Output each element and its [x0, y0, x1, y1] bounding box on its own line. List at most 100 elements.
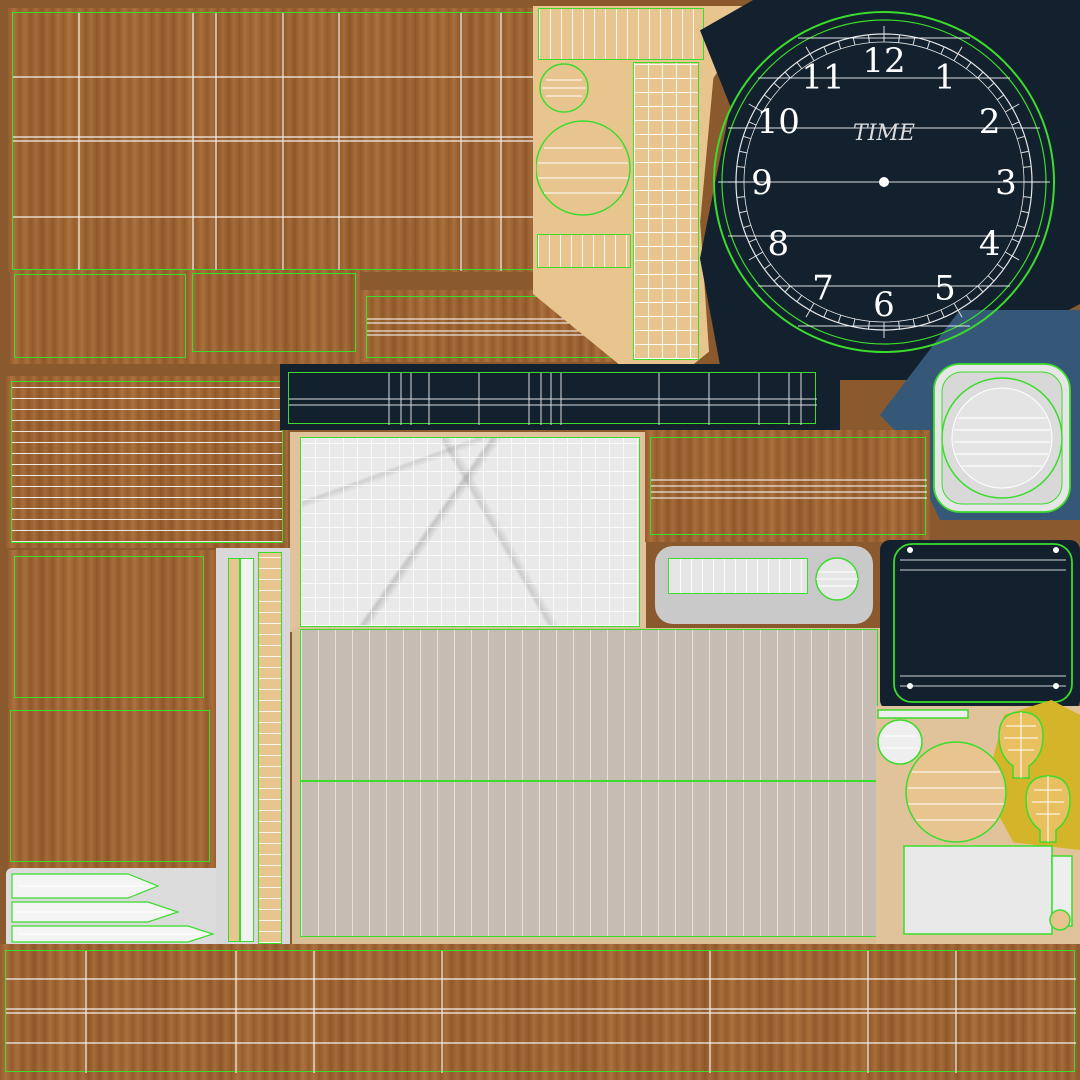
uv-island-marble	[300, 437, 640, 627]
uv-island-navy-bar	[288, 372, 817, 425]
wood-strip-bg	[360, 290, 620, 362]
clock-numeral: 2	[979, 102, 1001, 142]
clock-tick	[736, 196, 745, 198]
clock-numeral: 7	[812, 269, 834, 309]
clock-tick	[1020, 150, 1029, 154]
clock-numeral: 9	[751, 163, 773, 203]
clock-tick	[852, 37, 856, 46]
uv-island-wood-small-a	[14, 274, 186, 358]
clock-tick	[940, 309, 945, 318]
clock-tick	[1004, 103, 1020, 113]
clock-tick	[868, 34, 870, 43]
uv-island-bottom-right-parts	[877, 709, 1073, 935]
clock-numeral: 11	[801, 57, 844, 97]
uv-island-stone-upper	[300, 629, 878, 781]
clock-numeral: 6	[873, 285, 895, 325]
clock-numeral: 3	[995, 163, 1017, 203]
wood-left-column-bg	[8, 550, 218, 890]
clock-tick	[739, 210, 748, 214]
clock-tick	[940, 46, 945, 55]
clock-tick	[823, 309, 828, 318]
clock-tick	[987, 275, 995, 282]
uv-island-tan-top-bar	[538, 8, 704, 60]
clock-tick	[743, 224, 752, 229]
uv-island-tan-discs	[536, 63, 631, 216]
clock-tick	[748, 238, 757, 243]
uv-island-pointer-parts	[11, 873, 215, 943]
uv-island-wood-stripes	[11, 381, 283, 543]
uv-island-tan-small-bar	[537, 234, 631, 268]
uv-island-knob	[933, 363, 1071, 513]
clock-tick	[805, 302, 815, 318]
wood-bottom-bg	[0, 944, 1080, 1080]
uv-wire-wood-bottom	[6, 951, 1076, 1073]
clock-tick	[736, 166, 745, 168]
clock-tick	[1023, 196, 1032, 198]
uv-island-stone-lower	[300, 781, 904, 937]
clock-tick	[912, 318, 916, 327]
uv-island-vertical-strip-c	[258, 552, 282, 944]
uv-island-gray-stripes	[668, 558, 808, 594]
clock-tick	[748, 121, 757, 126]
clock-tick	[997, 94, 1004, 101]
wood-panel-top-left-bg	[8, 8, 538, 272]
clock-numeral: 8	[767, 224, 789, 264]
clock-tick	[997, 263, 1004, 270]
uv-wire-marble	[301, 438, 639, 626]
clock-tick	[1011, 238, 1020, 243]
clock-tick	[823, 46, 828, 55]
uv-island-vertical-strip-b	[240, 558, 254, 942]
clock-tick	[784, 71, 791, 79]
clock-tick	[953, 302, 963, 318]
clock-tick	[852, 318, 856, 327]
clock-tick	[773, 82, 781, 89]
clock-tick	[1020, 210, 1029, 214]
clock-tick	[748, 103, 764, 113]
clock-numeral: 12	[862, 41, 905, 81]
clock-tick	[748, 251, 764, 261]
clock-tick	[1016, 135, 1025, 140]
clock-tick	[1004, 251, 1020, 261]
uv-island-wood-bottom	[5, 950, 1076, 1073]
clock-tick	[784, 285, 791, 293]
uv-island-wood-mid-right	[650, 437, 927, 535]
clock-tick	[764, 94, 771, 101]
clock-tick	[898, 321, 900, 330]
clock-tick	[953, 46, 963, 62]
clock-tick	[796, 62, 803, 69]
uv-island-navy-square	[893, 543, 1073, 703]
clock-tick	[987, 82, 995, 89]
uv-island-vertical-strip-a	[228, 558, 240, 942]
clock-tick	[926, 314, 931, 323]
clock-label: TIME	[853, 121, 915, 146]
clock-tick	[773, 275, 781, 282]
clock-tick	[764, 263, 771, 270]
uv-island-tan-tall-grid	[633, 62, 699, 360]
clock-tick	[743, 135, 752, 140]
uv-wire-wood-mid-right	[651, 479, 927, 499]
navy-bar-bg	[280, 364, 840, 430]
uv-island-wood-left-a	[14, 556, 204, 698]
clock-tick	[868, 321, 870, 330]
clock-tick	[805, 46, 815, 62]
clock-center-dot	[879, 177, 889, 187]
clock-tick	[977, 71, 984, 79]
clock-numeral: 10	[757, 102, 800, 142]
uv-island-wood-grid	[12, 12, 535, 271]
clock-numeral: 5	[934, 269, 956, 309]
clock-tick	[926, 41, 931, 50]
clock-numeral: 4	[979, 224, 1001, 264]
clock-tick	[796, 295, 803, 302]
clock-tick	[965, 295, 972, 302]
clock-tick	[837, 314, 842, 323]
clock-tick	[739, 150, 748, 154]
uv-island-gray-disc	[815, 557, 859, 601]
clock-tick	[977, 285, 984, 293]
uv-island-wood-left-b	[10, 710, 210, 862]
clock-tick	[1023, 166, 1032, 168]
clock-tick	[912, 37, 916, 46]
navy-square-bg	[880, 540, 1080, 710]
clock-tick	[1011, 121, 1020, 126]
